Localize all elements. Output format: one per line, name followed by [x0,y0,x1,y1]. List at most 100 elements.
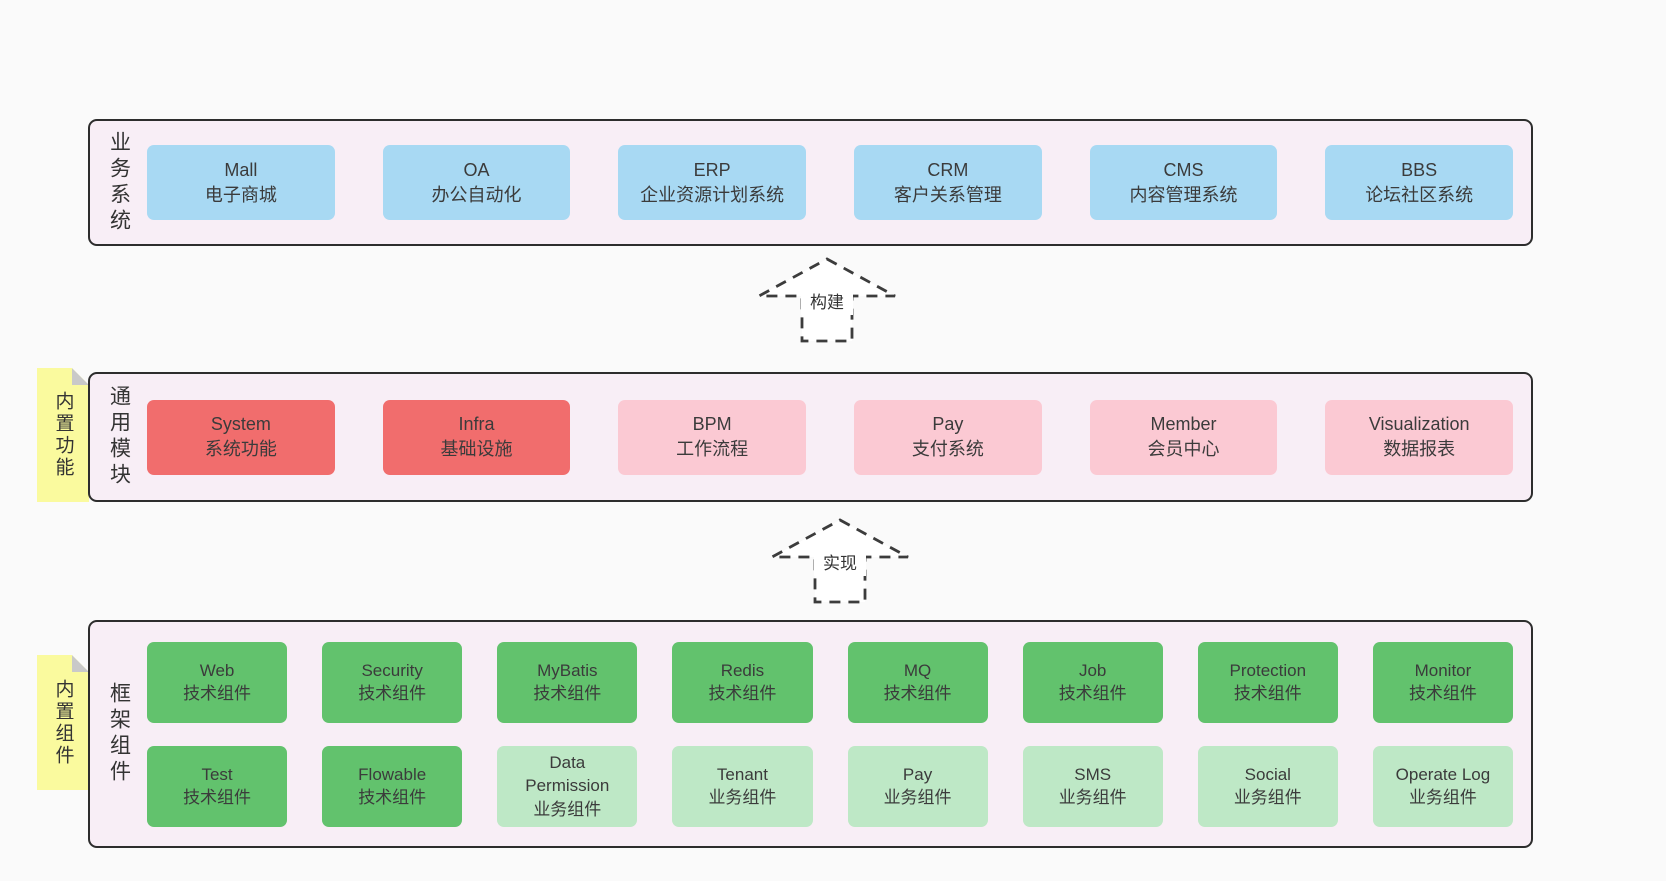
box-desc-text: 系统功能 [204,439,277,459]
box-name-text: Infra [458,414,495,435]
box-job: Job 技术组件 [1022,641,1163,723]
box-desc-text: 工作流程 [676,439,749,459]
band-label-text: 框架组件 [107,682,131,786]
box-desc-text: 业务组件 [708,788,777,807]
box-desc-text: 客户关系管理 [893,184,1002,205]
box-visualization: Visualization 数据报表 [1325,399,1514,475]
band-label-components: 框架组件 [90,622,147,846]
component-boxes-grid: Web 技术组件 Security 技术组件 MyBatis 技术组件 Redi… [147,622,1531,846]
box-infra: Infra 基础设施 [382,399,571,475]
box-desc-text: 论坛社区系统 [1365,184,1474,205]
box-name-text: Test [201,764,233,784]
box-erp: ERP 企业资源计划系统 [618,145,807,220]
box-sms: SMS 业务组件 [1022,745,1163,827]
box-system: System 系统功能 [147,399,335,475]
box-name-text: System [210,414,271,435]
box-social: Social 业务组件 [1197,745,1338,827]
box-desc-text: 基础设施 [440,439,513,459]
box-web: Web 技术组件 [147,641,288,723]
box-desc-text: 业务组件 [1233,788,1302,807]
box-desc-text: 技术组件 [533,684,602,703]
band-label-modules: 通用模块 [90,374,147,500]
box-operate-log: Operate Log 业务组件 [1372,745,1513,827]
sticky-label-text: 内置功能 [52,391,74,479]
box-name-text: Visualization [1368,414,1470,435]
build-arrow-label-chip [801,289,853,315]
box-desc-text: 办公自动化 [431,184,522,205]
box-monitor: Monitor 技术组件 [1372,641,1513,723]
box-desc-text: 技术组件 [183,788,252,807]
box-member: Member 会员中心 [1089,399,1278,475]
business-boxes-row: Mall 电子商城 OA 办公自动化 ERP 企业资源计划系统 CRM 客户关系… [147,121,1531,244]
box-name-text: Data Permission [525,752,610,796]
box-oa: OA 办公自动化 [382,145,571,220]
box-desc-text: 技术组件 [358,788,427,807]
box-name-text: Monitor [1414,660,1472,680]
box-name-text: Security [361,660,423,680]
box-desc-text: 业务组件 [533,799,602,819]
box-desc-text: 支付系统 [911,439,984,459]
box-name-text: CMS [1163,159,1204,180]
box-desc-text: 技术组件 [708,684,777,703]
box-desc-text: 数据报表 [1383,439,1456,459]
box-name-text: Pay [932,414,964,435]
band-label-business: 业务系统 [90,121,147,244]
box-redis: Redis 技术组件 [672,641,813,723]
box-name-text: Flowable [358,764,427,784]
build-arrow-label: 构建 [810,293,844,312]
implement-arrow-label: 实现 [823,554,857,573]
band-label-text: 通用模块 [107,385,131,489]
box-bbs: BBS 论坛社区系统 [1325,145,1514,220]
box-pay: Pay 支付系统 [854,399,1042,475]
box-name-text: CRM [927,159,969,180]
box-security: Security 技术组件 [322,641,463,723]
box-desc-text: 技术组件 [1058,684,1127,703]
business-systems-band: 业务系统 Mall 电子商城 OA 办公自动化 ERP 企业资源计划系统 CRM… [88,119,1533,246]
box-desc-text: 技术组件 [1408,684,1477,703]
sticky-label-text: 内置组件 [52,678,74,767]
box-data-permission: Data Permission 业务组件 [497,745,638,827]
box-name-text: SMS [1074,764,1112,784]
box-name-text: Protection [1229,660,1307,680]
box-name-text: Pay [902,764,933,784]
box-name-text: Web [199,660,235,680]
build-arrow: 构建 [758,257,896,343]
box-name-text: Operate Log [1395,764,1491,784]
box-name-text: MyBatis [537,660,598,680]
box-pay-biz: Pay 业务组件 [847,745,988,827]
box-desc-text: 技术组件 [183,684,252,703]
box-name-text: OA [463,159,490,180]
band-label-text: 业务系统 [107,130,131,235]
sticky-note-builtin-components: 内置组件 [37,655,89,790]
box-name-text: BBS [1401,159,1438,180]
framework-components-band: 框架组件 Web 技术组件 Security 技术组件 MyBatis 技术组件… [88,620,1533,848]
box-desc-text: 技术组件 [883,684,952,703]
box-desc-text: 企业资源计划系统 [640,184,785,205]
box-test: Test 技术组件 [147,745,288,827]
box-crm: CRM 客户关系管理 [854,145,1042,220]
sticky-note-builtin-features: 内置功能 [37,368,89,502]
box-name-text: Member [1150,414,1217,435]
implement-arrow-label-chip [814,550,866,576]
box-name-text: Redis [720,660,765,680]
module-boxes-row: System 系统功能 Infra 基础设施 BPM 工作流程 Pay 支付系统… [147,374,1531,500]
box-desc-text: 业务组件 [1058,788,1127,807]
box-desc-text: 会员中心 [1147,439,1220,459]
box-name-text: Job [1078,660,1107,680]
box-name-text: Tenant [716,764,768,784]
box-desc-text: 内容管理系统 [1129,184,1238,205]
box-mq: MQ 技术组件 [847,641,988,723]
box-protection: Protection 技术组件 [1197,641,1338,723]
box-mall: Mall 电子商城 [147,145,335,220]
box-desc-text: 技术组件 [1233,684,1302,703]
box-name-text: BPM [692,414,732,435]
box-name-text: Mall [224,159,258,180]
box-bpm: BPM 工作流程 [618,399,807,475]
box-desc-text: 业务组件 [1408,788,1477,807]
box-mybatis: MyBatis 技术组件 [497,641,638,723]
box-name-text: MQ [903,660,932,680]
box-cms: CMS 内容管理系统 [1089,145,1278,220]
box-name-text: Social [1244,764,1291,784]
box-desc-text: 技术组件 [358,684,427,703]
